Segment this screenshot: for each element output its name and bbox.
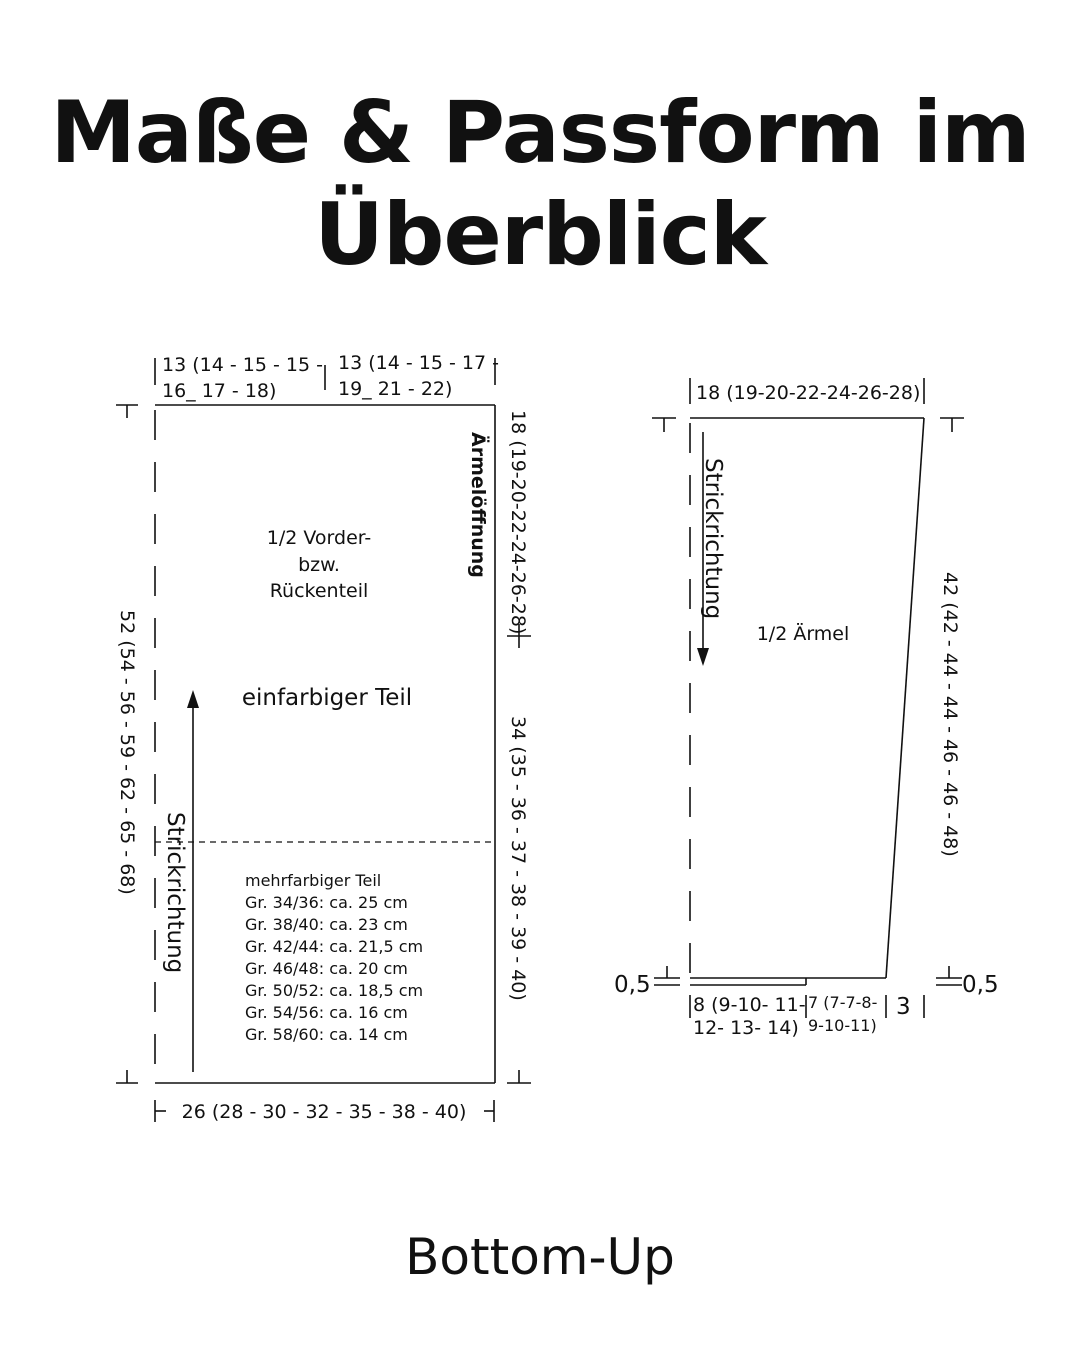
page-title: Maße & Passform im Überblick — [0, 82, 1080, 286]
sleeve-top-measure: 18 (19-20-22-24-26-28) — [696, 382, 920, 404]
page-title-line-1: Maße & Passform im — [50, 83, 1030, 183]
multicolor-row: Gr. 34/36: ca. 25 cm — [245, 893, 408, 912]
sleeve-piece-name: 1/2 Ärmel — [757, 622, 850, 645]
body-top-right-measure-2: 19_ 21 - 22) — [338, 378, 452, 400]
body-tick-marks — [116, 358, 531, 1122]
body-arrowhead-icon — [187, 690, 199, 708]
sleeve-bottom-measure-a-2: 12- 13- 14) — [693, 1017, 799, 1039]
body-piece: 13 (14 - 15 - 15 - 16_ 17 - 18) 13 (14 -… — [116, 352, 531, 1123]
multicolor-row: Gr. 42/44: ca. 21,5 cm — [245, 937, 423, 956]
body-top-left-measure-1: 13 (14 - 15 - 15 - — [162, 354, 323, 376]
sleeve-slanted-edge — [885, 417, 925, 979]
sleeve-bottom-measure-b-2: 9-10-11) — [808, 1016, 877, 1035]
body-piece-name-3: Rückenteil — [270, 580, 369, 602]
multicolor-row: Gr. 50/52: ca. 18,5 cm — [245, 981, 423, 1000]
body-height-measure: 52 (54 - 56 - 59 - 62 - 65 - 68) — [116, 610, 138, 895]
cuff-right-measure: 0,5 — [962, 972, 999, 998]
sleeve-piece: 18 (19-20-22-24-26-28) 42 (42 - 44 - 44 … — [614, 378, 999, 1039]
multicolor-row: Gr. 58/60: ca. 14 cm — [245, 1025, 408, 1044]
body-piece-name-2: bzw. — [298, 554, 340, 576]
body-lower-measure: 34 (35 - 36 - 37 - 38 - 39 - 40) — [507, 716, 529, 1001]
body-knit-direction-label: Strickrichtung — [162, 812, 188, 973]
body-top-right-measure-1: 13 (14 - 15 - 17 - — [338, 352, 499, 374]
body-width-measure: 26 (28 - 30 - 32 - 35 - 38 - 40) — [182, 1101, 467, 1123]
sleeve-bottom-measure-b-1: 7 (7-7-8- — [808, 993, 877, 1012]
multicolor-row: Gr. 46/48: ca. 20 cm — [245, 959, 408, 978]
sleeve-arrowhead-icon — [697, 648, 709, 666]
cuff-left-measure: 0,5 — [614, 972, 651, 998]
armhole-label: Ärmelöffnung — [467, 432, 491, 578]
page-title-line-2: Überblick — [314, 185, 767, 285]
body-piece-name-1: 1/2 Vorder- — [267, 527, 371, 549]
multicolor-heading: mehrfarbiger Teil — [245, 871, 381, 890]
sleeve-length-measure: 42 (42 - 44 - 44 - 46 - 46 - 48) — [939, 572, 961, 857]
sleeve-knit-direction-label: Strickrichtung — [700, 458, 726, 619]
sleeve-bottom-measure-a-1: 8 (9-10- 11- — [693, 994, 806, 1016]
multicolor-row: Gr. 54/56: ca. 16 cm — [245, 1003, 408, 1022]
sleeve-bottom-measure-c: 3 — [896, 994, 911, 1020]
multicolor-row: Gr. 38/40: ca. 23 cm — [245, 915, 408, 934]
solid-section-label: einfarbiger Teil — [242, 685, 412, 711]
sleeve-tick-marks — [652, 378, 964, 1018]
armhole-depth-measure: 18 (19-20-22-24-26-28) — [507, 410, 529, 634]
construction-method-label: Bottom-Up — [405, 1228, 675, 1286]
body-top-left-measure-2: 16_ 17 - 18) — [162, 380, 276, 402]
